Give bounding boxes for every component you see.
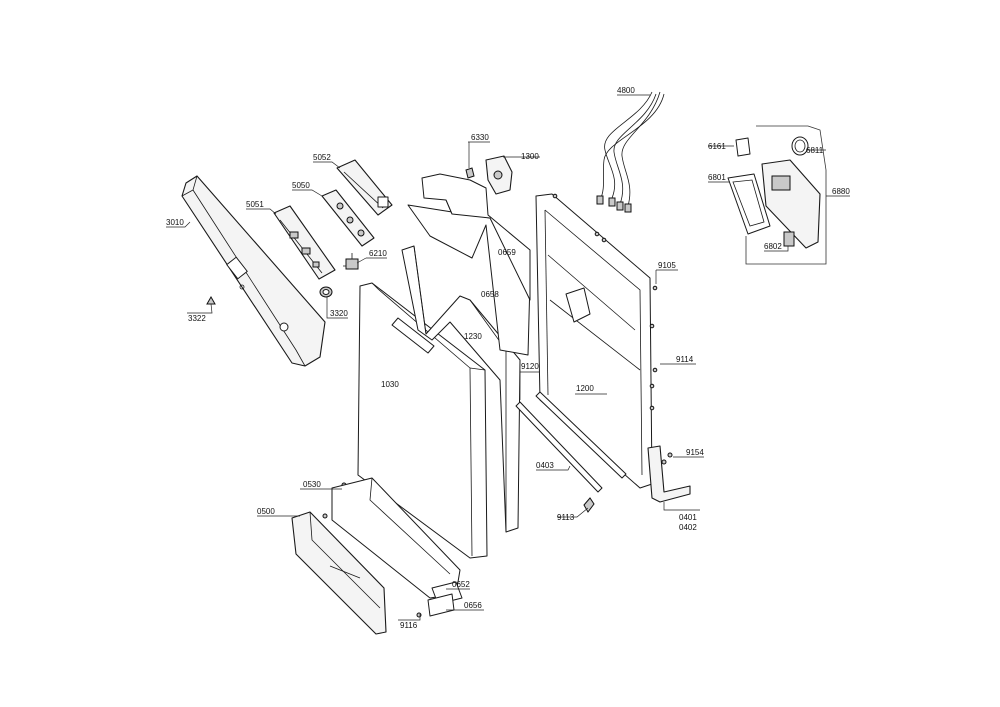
label-6801: 6801: [708, 173, 726, 182]
clip-3322: [206, 295, 216, 305]
label-9105: 9105: [658, 261, 676, 270]
switch-6210: [343, 253, 359, 270]
label-4800: 4800: [617, 86, 635, 95]
label-6802: 6802: [764, 242, 782, 251]
hinge-0401-0402: [647, 445, 691, 503]
inner-door-1200: [535, 193, 653, 489]
rail-0403: [515, 401, 603, 493]
rail-9120: [535, 391, 627, 479]
label-5050: 5050: [292, 181, 310, 190]
label-9116: 9116: [400, 621, 418, 630]
label-3322: 3322: [188, 314, 206, 323]
label-5051: 5051: [246, 200, 264, 209]
dispenser-assembly-6880: [727, 125, 827, 265]
leader-lines: [166, 94, 850, 621]
clip-9113: [583, 497, 595, 513]
label-0402: 0402: [679, 523, 697, 532]
label-0530: 0530: [303, 480, 321, 489]
label-1030: 1030: [381, 380, 399, 389]
label-3320: 3320: [330, 309, 348, 318]
knob-3320: [319, 286, 333, 298]
cable-harness-4800: [596, 91, 665, 213]
label-0401: 0401: [679, 513, 697, 522]
label-0652: 0652: [452, 580, 470, 589]
label-0500: 0500: [257, 507, 275, 516]
screws: [322, 193, 673, 618]
label-0659: 0659: [498, 248, 516, 257]
label-6161: 6161: [708, 142, 726, 151]
electronic-module-5051: [273, 205, 336, 280]
label-0403: 0403: [536, 461, 554, 470]
label-6880: 6880: [832, 187, 850, 196]
part-labels: 3010 5051 5050 5052 6210 3322 3320 1030 …: [166, 86, 850, 630]
bracket-6330: [465, 167, 475, 179]
label-9120: 9120: [521, 362, 539, 371]
label-9154: 9154: [686, 448, 704, 457]
label-1200: 1200: [576, 384, 594, 393]
label-5052: 5052: [313, 153, 331, 162]
label-1300: 1300: [521, 152, 539, 161]
label-3010: 3010: [166, 218, 184, 227]
label-9114: 9114: [676, 355, 694, 364]
label-0658: 0658: [481, 290, 499, 299]
control-panel-3010: [181, 175, 326, 367]
housing-5052: [336, 159, 393, 216]
label-6330: 6330: [471, 133, 489, 142]
hinge-part-1300: [485, 155, 513, 195]
module-5050: [321, 189, 375, 247]
label-1230: 1230: [464, 332, 482, 341]
label-6811: 6811: [806, 146, 824, 155]
insulation-0659: [421, 173, 531, 301]
label-6210: 6210: [369, 249, 387, 258]
kick-plate-0500: [291, 511, 387, 635]
label-0656: 0656: [464, 601, 482, 610]
label-9113: 9113: [557, 513, 575, 522]
